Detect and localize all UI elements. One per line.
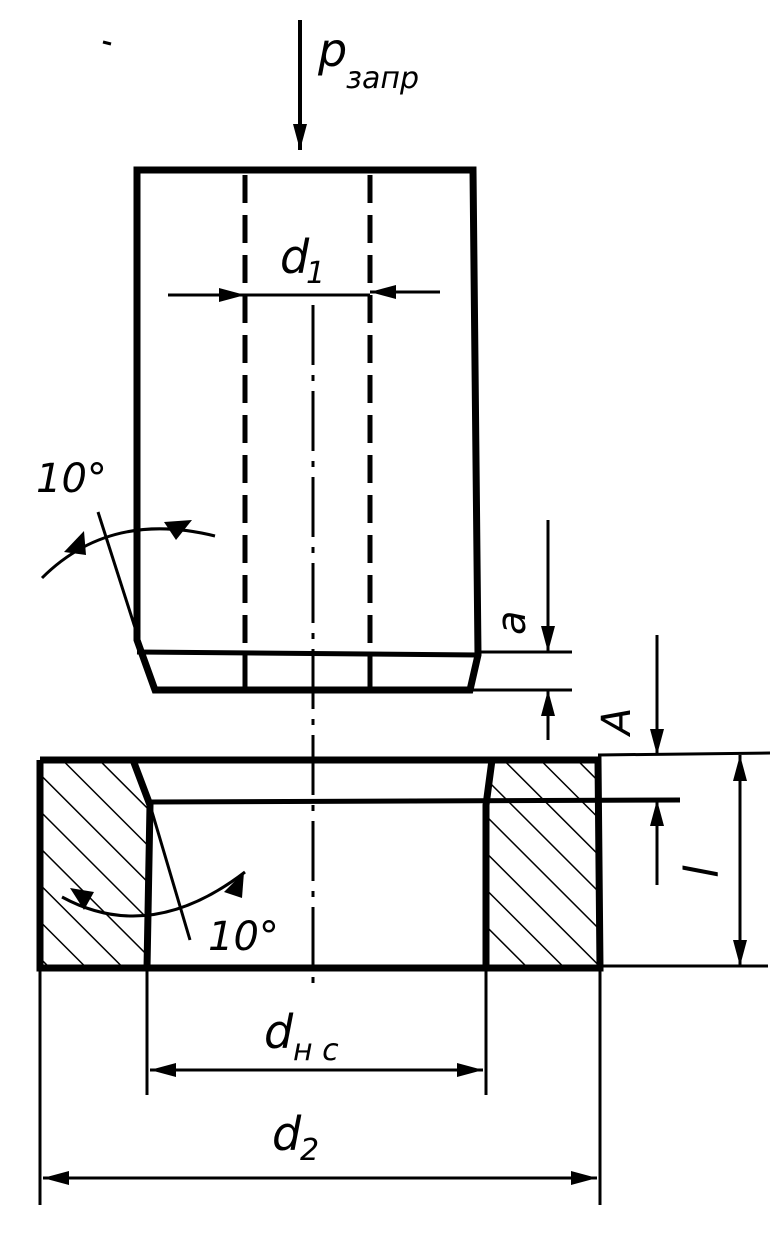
dns-dimension [145,968,488,1095]
dns-label: d [264,1005,294,1059]
d2-label: d [272,1107,302,1161]
d2-dimension [38,968,602,1205]
A-label: A [594,708,640,738]
l-label: l [675,865,729,878]
l-dimension [600,755,768,968]
angle-label-top: 10° [36,456,107,502]
angle-label-bottom: 10° [208,914,279,960]
d1-label: d [280,230,310,284]
upper-pin [133,166,482,694]
lower-sleeve [36,756,681,972]
dns-label-subscript: н с [293,1033,339,1068]
d1-dimension [168,285,440,302]
a-dimension [470,520,572,740]
A-dimension [597,635,771,885]
d2-label-subscript: 2 [300,1133,319,1168]
top-chamfer-angle [40,511,216,691]
bottom-chamfer-angle [61,804,246,941]
force-label-subscript: запр [346,61,419,96]
stray-mark [102,40,112,46]
force-label: p [317,23,347,77]
a-label: a [489,610,535,635]
d1-label-subscript: 1 [306,256,325,291]
